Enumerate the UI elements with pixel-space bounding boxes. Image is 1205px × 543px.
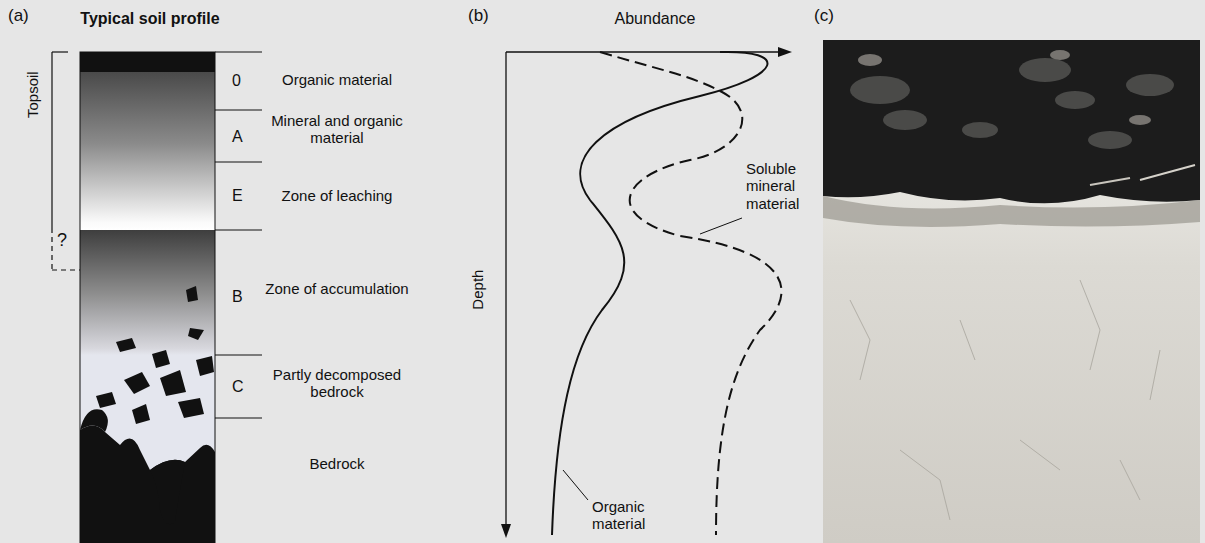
abundance-axes <box>501 47 792 538</box>
bracket-label: Topsoil <box>24 65 41 125</box>
horizon-letter: 0 <box>232 72 241 90</box>
panel-title: Typical soil profile <box>66 10 234 28</box>
horizon-label: Mineral and organic material <box>262 112 412 147</box>
panel-letter: (c) <box>814 6 834 26</box>
horizon-letter: E <box>232 187 243 205</box>
panel-letter: (a) <box>8 6 29 26</box>
horizon-label: Organic material <box>262 71 412 88</box>
horizon-label: Zone of leaching <box>262 187 412 204</box>
soil-column <box>80 52 215 543</box>
horizon-label: Bedrock <box>262 455 412 472</box>
horizon-letter: C <box>232 378 244 396</box>
horizon-letter: A <box>232 128 243 146</box>
topsoil-bracket <box>52 52 80 270</box>
organic-curve <box>552 52 767 535</box>
curve-label: Organic material <box>592 498 672 533</box>
leader-line <box>700 218 742 234</box>
curve-label: Soluble mineral material <box>746 160 836 212</box>
mineral-curve <box>600 52 781 535</box>
leader-line <box>563 470 588 500</box>
panel-letter: (b) <box>468 6 489 26</box>
axis-label: Abundance <box>590 10 720 28</box>
horizon-label: Partly decomposed bedrock <box>257 366 417 401</box>
soil-photo <box>823 40 1200 543</box>
axis-label: Depth <box>469 260 486 320</box>
uncertainty-mark: ? <box>57 230 67 251</box>
horizon-dividers <box>215 52 262 418</box>
horizon-label: Zone of accumulation <box>262 280 412 297</box>
horizon-letter: B <box>232 288 243 306</box>
